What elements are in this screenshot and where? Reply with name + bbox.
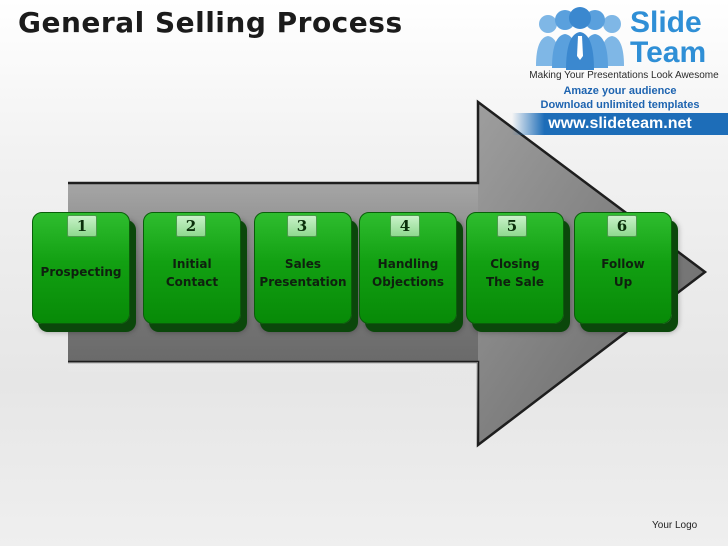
- step-label-line2: The Sale: [485, 275, 545, 289]
- step-3-sales-presentation: 3 Sales Presentation: [254, 212, 352, 324]
- step-1-prospecting: 1 Prospecting: [32, 212, 130, 324]
- step-label: Sales Presentation: [255, 255, 351, 291]
- step-number-badge: 5: [497, 215, 527, 237]
- step-number-badge: 2: [176, 215, 206, 237]
- step-label: Prospecting: [33, 263, 129, 281]
- promo-line-2: Download unlimited templates: [540, 99, 700, 111]
- step-label-line2: Objections: [372, 275, 444, 289]
- website-link[interactable]: www.slideteam.net: [512, 113, 728, 135]
- step-label: Initial Contact: [144, 255, 240, 291]
- step-label-line1: Initial: [172, 257, 212, 271]
- step-label-line1: Prospecting: [40, 265, 122, 279]
- step-number-badge: 1: [67, 215, 97, 237]
- brand-name-line1: Slide: [630, 6, 702, 39]
- team-people-icon: [536, 7, 624, 70]
- step-label-line2: Presentation: [259, 275, 347, 289]
- promo-line-1: Amaze your audience: [563, 85, 677, 97]
- step-number-badge: 6: [607, 215, 637, 237]
- step-6-follow-up: 6 Follow Up: [574, 212, 672, 324]
- step-2-initial-contact: 2 Initial Contact: [143, 212, 241, 324]
- step-label-line1: Closing: [490, 257, 540, 271]
- step-label-line1: Sales: [284, 257, 322, 271]
- brand-tagline: Making Your Presentations Look Awesome: [529, 70, 719, 81]
- arrow-reflection: [68, 362, 478, 445]
- step-5-closing-the-sale: 5 Closing The Sale: [466, 212, 564, 324]
- your-logo-placeholder: Your Logo: [652, 520, 698, 531]
- brand-name-line2: Team: [630, 36, 707, 69]
- step-label: Closing The Sale: [467, 255, 563, 291]
- step-label-line1: Follow: [601, 257, 645, 271]
- page-title: General Selling Process: [18, 6, 403, 39]
- step-4-handling-objections: 4 Handling Objections: [359, 212, 457, 324]
- step-label-line1: Handling: [377, 257, 439, 271]
- step-label-line2: Contact: [165, 275, 219, 289]
- step-label: Follow Up: [575, 255, 671, 291]
- step-number-badge: 4: [390, 215, 420, 237]
- step-number-badge: 3: [287, 215, 317, 237]
- step-label: Handling Objections: [360, 255, 456, 291]
- step-label-line2: Up: [613, 275, 633, 289]
